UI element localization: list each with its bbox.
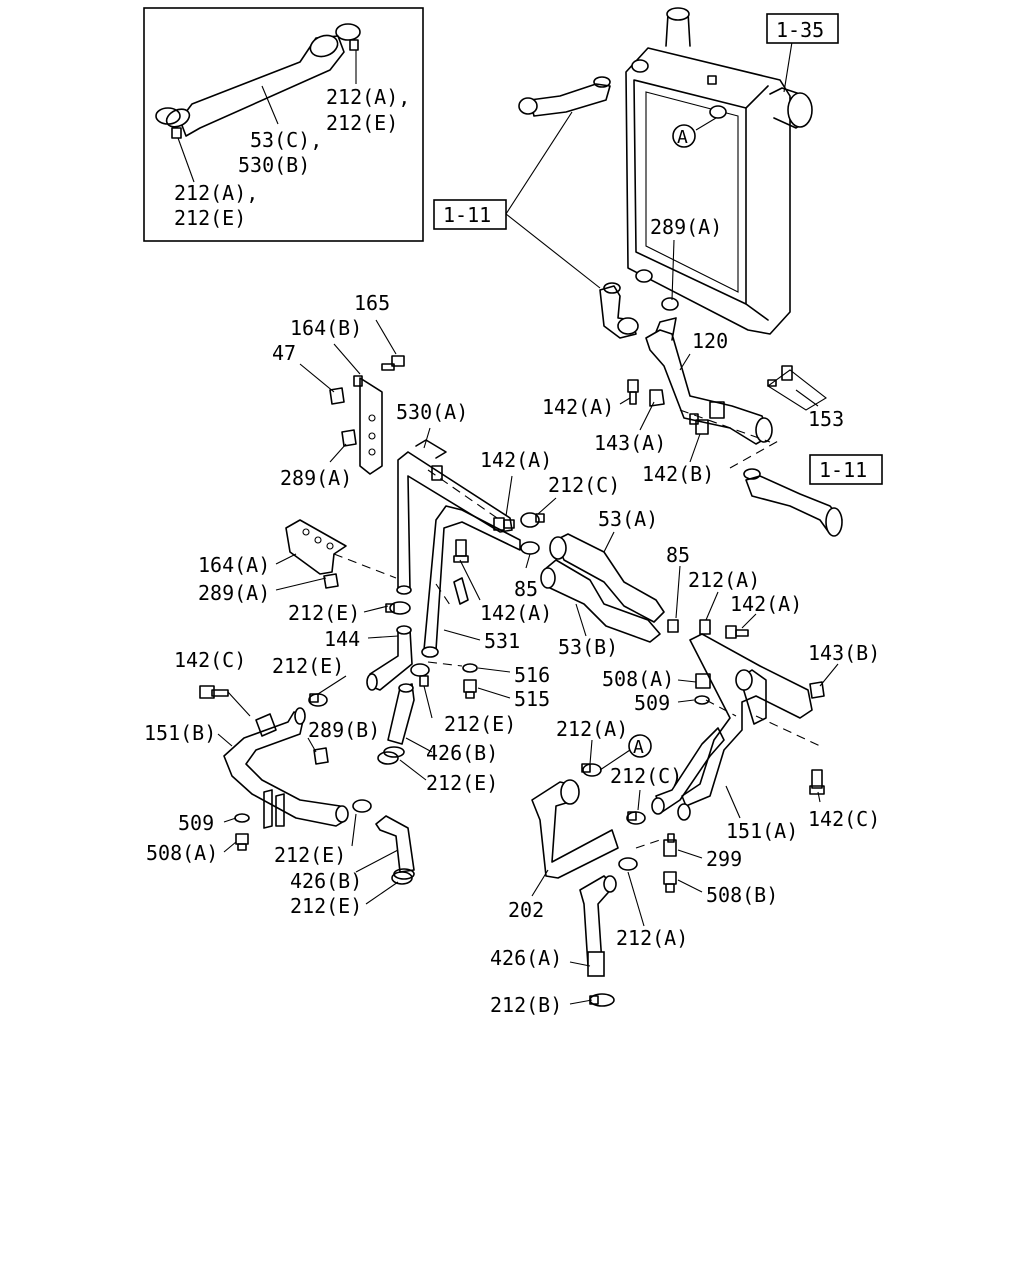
label-153: 153 <box>808 407 844 431</box>
label-53b: 53(B) <box>558 635 618 659</box>
hose-426b-upper <box>383 683 415 758</box>
label-47: 47 <box>272 341 296 365</box>
inset-label-4: 530(B) <box>238 153 310 177</box>
label-426a: 426(A) <box>490 946 562 970</box>
pipe-530a <box>396 439 513 595</box>
label-212e-bottom: 212(E) <box>290 894 362 918</box>
inset-label-5: 212(A), <box>174 181 258 205</box>
label-509-left: 509 <box>178 811 214 835</box>
label-212b: 212(B) <box>490 993 562 1017</box>
ref-box-1-35: 1-35 <box>766 13 839 44</box>
label-289a-top: 289(A) <box>650 215 722 239</box>
pipe-lower-right <box>743 468 843 537</box>
bracket-164b <box>329 355 405 475</box>
circle-ref-a-bottom: A <box>628 734 652 758</box>
label-120: 120 <box>692 329 728 353</box>
label-143a: 143(A) <box>594 431 666 455</box>
hose-53 <box>540 533 665 643</box>
label-212c-top: 212(C) <box>548 473 620 497</box>
circle-ref-a-top: A <box>672 124 696 148</box>
label-212e-top: 212(E) <box>288 601 360 625</box>
label-164a: 164(A) <box>198 553 270 577</box>
inset-label-3: 53(C), <box>250 128 322 152</box>
part-153 <box>767 365 827 411</box>
label-142a-top: 142(A) <box>542 395 614 419</box>
fasteners-top <box>627 379 709 435</box>
label-142c-left: 142(C) <box>174 648 246 672</box>
inset-label-1: 212(A), <box>326 85 410 109</box>
label-508b: 508(B) <box>706 883 778 907</box>
label-142a-mid: 142(A) <box>480 448 552 472</box>
pipe-151a <box>651 633 821 821</box>
ref-1-11-bottom: 1-11 <box>819 458 867 482</box>
label-142b: 142(B) <box>642 462 714 486</box>
circle-ref-a-top-label: A <box>677 127 688 148</box>
label-212a-lower: 212(A) <box>556 717 628 741</box>
label-151a: 151(A) <box>726 819 798 843</box>
label-164b: 164(B) <box>290 316 362 340</box>
label-85-mid: 85 <box>514 577 538 601</box>
label-53a: 53(A) <box>598 507 658 531</box>
pipe-151b <box>223 707 349 829</box>
label-516: 516 <box>514 663 550 687</box>
label-531: 531 <box>484 629 520 653</box>
label-289a-mid: 289(A) <box>198 581 270 605</box>
circle-ref-a-bottom-label: A <box>633 737 644 758</box>
label-142a-lower: 142(A) <box>480 601 552 625</box>
label-202: 202 <box>508 898 544 922</box>
pipe-144 <box>366 625 413 691</box>
hose-426b-lower <box>375 815 415 880</box>
ref-box-1-11-bottom: 1-11 <box>809 454 883 485</box>
label-212a-right: 212(A) <box>688 568 760 592</box>
label-508a-right: 508(A) <box>602 667 674 691</box>
label-142c-right: 142(C) <box>808 807 880 831</box>
label-508a-left: 508(A) <box>146 841 218 865</box>
label-143b: 143(B) <box>808 641 880 665</box>
label-299: 299 <box>706 847 742 871</box>
ref-1-11-top: 1-11 <box>443 203 491 227</box>
label-509-right: 509 <box>634 691 670 715</box>
inset-label-2: 212(E) <box>326 111 398 135</box>
pipe-531 <box>421 505 521 658</box>
label-426b-upper: 426(B) <box>426 741 498 765</box>
inset-detail: 212(A), 212(E) 53(C), 530(B) 212(A), 212… <box>143 7 424 242</box>
ref-1-35: 1-35 <box>776 18 824 42</box>
lower-hose <box>599 282 639 339</box>
leader-lines <box>217 41 839 1005</box>
label-144: 144 <box>324 627 360 651</box>
label-212c-lower: 212(C) <box>610 764 682 788</box>
label-212e-mid: 212(E) <box>444 712 516 736</box>
label-289b: 289(B) <box>308 718 380 742</box>
label-530a: 530(A) <box>396 400 468 424</box>
label-212e-lower-mid: 212(E) <box>426 771 498 795</box>
label-515: 515 <box>514 687 550 711</box>
hose-202 <box>531 779 619 879</box>
hose-426a <box>579 875 617 977</box>
label-289a-left: 289(A) <box>280 466 352 490</box>
label-426b-lower: 426(B) <box>290 869 362 893</box>
label-142a-right: 142(A) <box>730 592 802 616</box>
inset-label-6: 212(E) <box>174 206 246 230</box>
label-85-top: 85 <box>666 543 690 567</box>
part-labels: 289(A) 120 153 142(A) 143(A) 142(B) 165 … <box>144 215 880 1017</box>
label-151b: 151(B) <box>144 721 216 745</box>
ref-box-1-11-top: 1-11 <box>433 199 507 230</box>
label-165: 165 <box>354 291 390 315</box>
label-212e-left: 212(E) <box>272 654 344 678</box>
label-212a-bottom: 212(A) <box>616 926 688 950</box>
bracket-164a <box>285 519 397 589</box>
radiator <box>625 7 813 335</box>
label-212e-lower-left: 212(E) <box>274 843 346 867</box>
upper-hose <box>518 76 611 117</box>
pipe-120 <box>645 297 773 445</box>
